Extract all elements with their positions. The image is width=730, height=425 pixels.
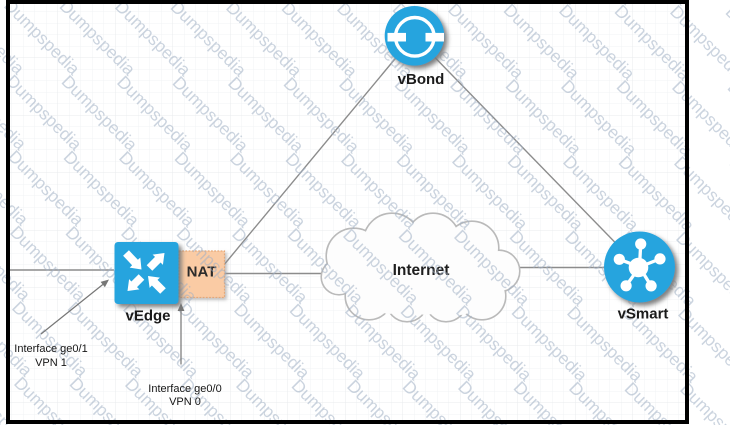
svg-text:vSmart: vSmart <box>618 306 669 323</box>
svg-text:vEdge: vEdge <box>125 308 170 325</box>
svg-text:vBond: vBond <box>398 71 445 88</box>
svg-text:NAT: NAT <box>187 264 217 281</box>
svg-text:Internet: Internet <box>393 262 450 279</box>
svg-text:Interface ge0/1: Interface ge0/1 <box>14 343 87 355</box>
svg-text:Interface ge0/0: Interface ge0/0 <box>148 383 221 395</box>
svg-text:VPN 0: VPN 0 <box>169 396 201 408</box>
svg-text:VPN 1: VPN 1 <box>35 357 67 369</box>
